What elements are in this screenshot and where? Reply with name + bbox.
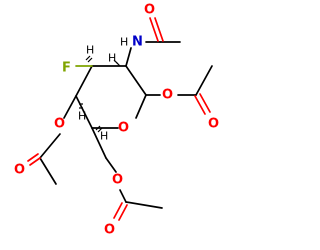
bond-c1-c2: [125, 65, 147, 96]
acetamido-group: [125, 17, 181, 67]
c6-carbonyl-oxygen-label: O: [104, 223, 115, 238]
bond-o-c-acetyl2: [39, 133, 61, 159]
stereo-hash-c2: [113, 59, 121, 67]
c5-hydrogen-label: H: [100, 130, 108, 143]
pyranose-ring: [75, 65, 147, 129]
bond-c-acetyl2-methyl: [39, 157, 57, 185]
c4-acetate-group: [27, 95, 77, 185]
bond-acetyl3-carbonyl-b: [118, 204, 128, 221]
bond-c-acetyl1-methyl: [195, 65, 213, 96]
bond-acetyl2-carbonyl-a: [29, 157, 41, 166]
c3-hydrogen-label: H: [86, 44, 94, 57]
fluorine-label: F: [62, 61, 71, 76]
stereo-hash-c4: [79, 103, 83, 109]
c6-acetate-group: [91, 127, 163, 221]
anomeric-ester-oxygen-label: O: [162, 88, 173, 103]
bond-c5-c6: [91, 127, 107, 159]
c4-ester-oxygen-label: O: [54, 117, 65, 132]
nitrogen-hydrogen-label: H: [120, 36, 128, 49]
bond-c-acetyl3-methyl: [125, 201, 163, 209]
bond-c2-n: [125, 47, 132, 67]
nitrogen-label: N: [132, 35, 143, 50]
bond-o-c-acetyl3: [119, 189, 127, 203]
ring-oxygen-label: O: [118, 121, 129, 136]
bond-amide-carbonyl-b: [154, 17, 164, 42]
c4-hydrogen-label: H: [78, 110, 86, 123]
stereo-hash-c3: [85, 55, 93, 63]
c2-hydrogen-label: H: [108, 52, 116, 65]
bond-acetyl1-carbonyl-a: [194, 95, 206, 115]
bond-c4-o: [63, 95, 77, 119]
c6-ester-oxygen-label: O: [112, 173, 123, 188]
bond-c4-c5: [75, 95, 93, 129]
bond-acetyl3-carbonyl-a: [113, 202, 123, 219]
molecule-structure: N H F O O O O O O O O H H H H: [14, 3, 219, 238]
bond-acetyl2-carbonyl-b: [27, 153, 39, 162]
bond-c6-o: [105, 157, 117, 173]
amide-carbonyl-oxygen-label: O: [144, 3, 155, 18]
bond-acetyl1-carbonyl-b: [199, 93, 211, 113]
bond-o-ring-c1: [135, 94, 147, 119]
anomeric-acetate-group: [145, 65, 213, 115]
c4-carbonyl-oxygen-label: O: [14, 163, 25, 178]
bond-amide-carbonyl-a: [149, 17, 159, 42]
anomeric-carbonyl-oxygen-label: O: [208, 117, 219, 132]
bond-c3-c4: [75, 65, 93, 97]
stereo-hash-c5: [95, 125, 103, 133]
